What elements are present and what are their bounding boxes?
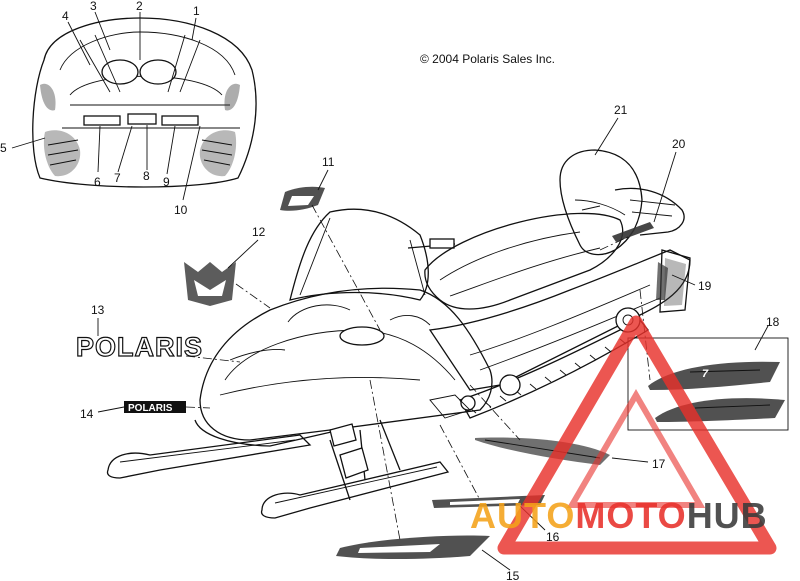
watermark-moto: MOTO: [575, 495, 686, 536]
callout-14: 14: [80, 407, 94, 421]
warning-triangle-icon: [497, 315, 777, 555]
console-inset: [32, 17, 257, 188]
polaris-small-decal: POLARIS: [128, 403, 173, 414]
callout-6: 6: [94, 175, 101, 189]
svg-text:AUTOMOTOHUB: AUTOMOTOHUB: [470, 495, 768, 536]
callout-16: 16: [546, 530, 560, 544]
watermark-auto: AUTO: [470, 495, 575, 536]
callout-7: 7: [114, 171, 121, 185]
callout-9: 9: [163, 175, 170, 189]
watermark-hub: HUB: [687, 495, 768, 536]
callout-4: 4: [62, 9, 69, 23]
decals: POLARIS POLARIS 7: [75, 186, 789, 559]
automotohub-watermark: AUTOMOTOHUB: [470, 315, 777, 555]
callout-1: 1: [193, 4, 200, 18]
svg-text:7: 7: [702, 368, 709, 380]
callout-8: 8: [143, 169, 150, 183]
callout-19: 19: [698, 279, 712, 293]
snowmobile-drawing: [106, 149, 691, 519]
callout-labels: 1 2 3 4 5 6 7 8 9 10 11 12 13 14 15 16 1…: [0, 0, 780, 581]
leader-lines: [11, 11, 769, 571]
polaris-large-decal: POLARIS: [76, 332, 203, 362]
copyright-text: © 2004 Polaris Sales Inc.: [420, 52, 555, 66]
callout-10: 10: [174, 203, 188, 217]
callout-13: 13: [91, 303, 105, 317]
callout-12: 12: [252, 225, 266, 239]
callout-17: 17: [652, 457, 666, 471]
callout-20: 20: [672, 137, 686, 151]
callout-18: 18: [766, 315, 780, 329]
callout-2: 2: [136, 0, 143, 13]
callout-11: 11: [322, 155, 335, 169]
callout-15: 15: [506, 569, 520, 581]
callout-3: 3: [90, 0, 97, 13]
callout-5: 5: [0, 141, 7, 155]
callout-21: 21: [614, 103, 628, 117]
